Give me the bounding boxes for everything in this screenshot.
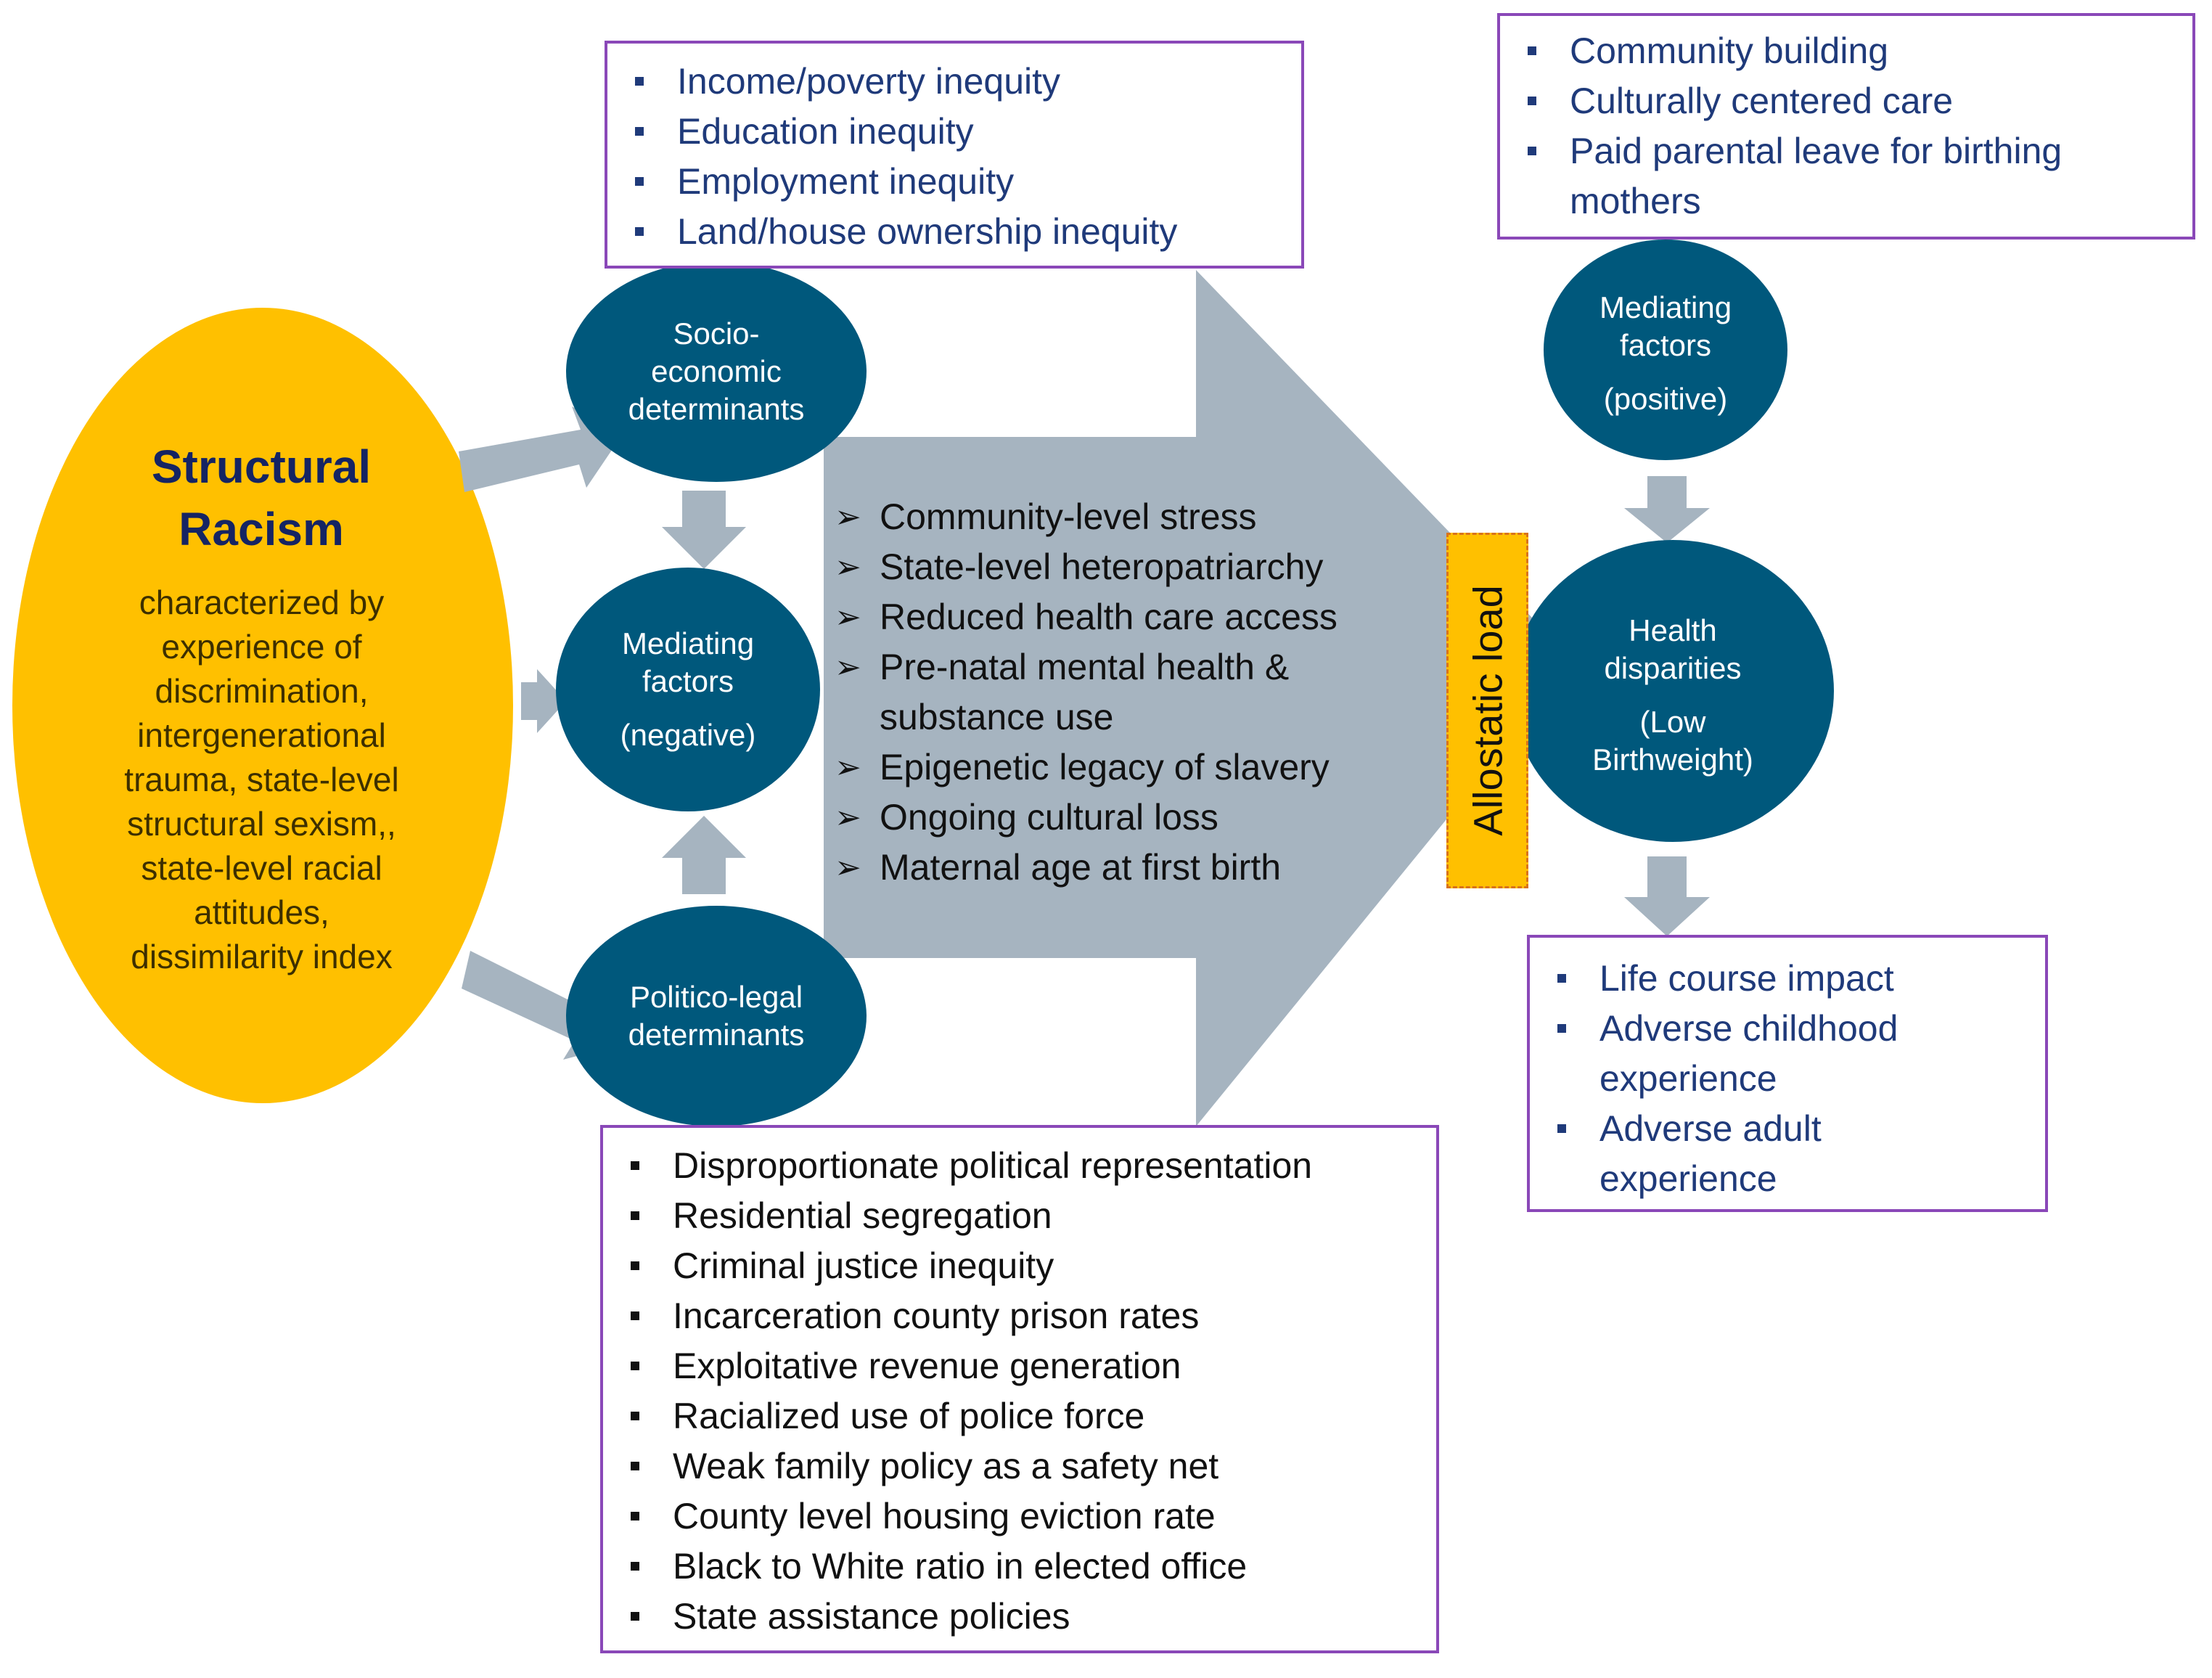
mediating-negative-label: Mediating factors (negative) — [620, 626, 756, 752]
list-item: Culturally centered care — [1500, 76, 2192, 126]
list-item: Life course impact — [1530, 954, 2045, 1004]
central-arrow-list: Community-level stress State-level heter… — [835, 492, 1338, 893]
list-item: Paid parental leave for birthing — [1500, 126, 2192, 176]
health-disparities-node — [1512, 540, 1834, 842]
list-item: State-level heteropatriarchy — [835, 542, 1338, 592]
arrow-sr-to-mediating — [521, 669, 566, 733]
arrow-sr-to-socioeconomic — [459, 406, 623, 492]
structural-racism-title: Structural Racism — [151, 441, 372, 555]
list-item: Community building — [1500, 26, 2192, 76]
list-item: County level housing eviction rate — [603, 1491, 1436, 1542]
politico-legal-node — [566, 906, 867, 1126]
arrow-politico-to-mediating — [662, 816, 746, 894]
list-item: Black to White ratio in elected office — [603, 1542, 1436, 1592]
list-item: Income/poverty inequity — [607, 57, 1301, 107]
list-item: Residential segregation — [603, 1191, 1436, 1241]
list-item: Employment inequity — [607, 157, 1301, 207]
arrow-health-to-outcomes — [1624, 856, 1710, 936]
list-item: Incarceration county prison rates — [603, 1291, 1436, 1341]
list-item: Land/house ownership inequity — [607, 207, 1301, 257]
list-item: Criminal justice inequity — [603, 1241, 1436, 1291]
list-item-continuation: substance use — [880, 697, 1114, 737]
mediating-positive-node — [1544, 240, 1787, 460]
outcomes-box: Life course impact Adverse childhood exp… — [1527, 935, 2048, 1212]
list-item: Racialized use of police force — [603, 1391, 1436, 1441]
list-item: Education inequity — [607, 107, 1301, 157]
mediating-positive-label: Mediating factors (positive) — [1599, 290, 1732, 416]
list-item: State assistance policies — [603, 1592, 1436, 1642]
central-arrow — [824, 270, 1575, 1126]
mediating-negative-node — [556, 568, 820, 811]
politico-legal-factors-box: Disproportionate political representatio… — [600, 1125, 1439, 1653]
list-item: Reduced health care access — [835, 592, 1338, 642]
list-item: Exploitative revenue generation — [603, 1341, 1436, 1391]
politico-legal-label: Politico-legal determinants — [628, 980, 805, 1052]
arrow-positive-to-health — [1624, 476, 1710, 543]
structural-racism-ellipse — [12, 308, 513, 1103]
allostatic-load-box: Allostatic load — [1446, 533, 1528, 888]
list-item: Adverse adult — [1530, 1104, 2045, 1154]
list-item: Maternal age at first birth — [835, 843, 1338, 893]
list-item: Weak family policy as a safety net — [603, 1441, 1436, 1491]
list-item: Disproportionate political representatio… — [603, 1141, 1436, 1191]
list-item: Epigenetic legacy of slavery — [835, 742, 1338, 793]
allostatic-load-label: Allostatic load — [1465, 585, 1510, 836]
socioeconomic-node — [566, 261, 867, 482]
health-disparities-label: Health disparities (Low Birthweight) — [1592, 613, 1753, 777]
list-item-continuation: experience — [1599, 1058, 1777, 1099]
positive-factors-box: Community building Culturally centered c… — [1497, 13, 2195, 240]
structural-racism-description: characterized by experience of discrimin… — [124, 584, 399, 975]
list-item: Pre-natal mental health & — [835, 642, 1338, 692]
socioeconomic-factors-box: Income/poverty inequity Education inequi… — [605, 41, 1304, 269]
socioeconomic-label: Socio- economic determinants — [628, 316, 805, 426]
list-item-continuation: mothers — [1570, 181, 1701, 221]
list-item: Adverse childhood — [1530, 1004, 2045, 1054]
arrow-socio-to-mediating — [662, 491, 746, 569]
list-item: Ongoing cultural loss — [835, 793, 1338, 843]
list-item: Community-level stress — [835, 492, 1338, 542]
list-item-continuation: experience — [1599, 1158, 1777, 1199]
